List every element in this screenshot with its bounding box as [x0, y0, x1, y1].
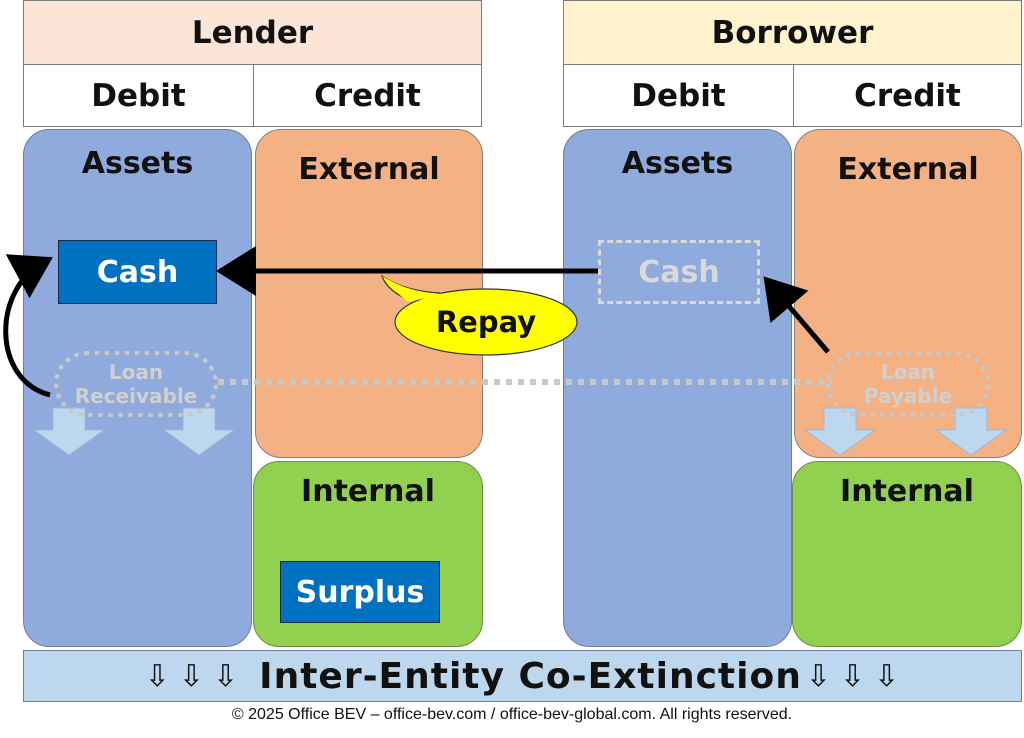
lender-credit-label: Credit [314, 77, 421, 114]
banner-arrow-icon: ⇩ [213, 658, 240, 694]
surplus-box: Surplus [280, 561, 440, 623]
borrower-assets-label: Assets [621, 146, 734, 181]
copyright-text: © 2025 Office BEV – office-bev.com / off… [231, 706, 793, 723]
borrower-cash-label: Cash [638, 254, 720, 290]
borrower-credit-label: Credit [854, 77, 961, 114]
conversion-curve-arrow [3, 254, 53, 398]
lender-debit-header: Debit [23, 64, 254, 127]
lender-debit-label: Debit [91, 77, 186, 114]
repay-callout [380, 274, 578, 356]
loan-receivable-ghost: Loan Receivable [54, 351, 218, 417]
borrower-debit-header: Debit [563, 64, 794, 127]
borrower-assets-panel: Assets [563, 129, 792, 647]
borrower-credit-header: Credit [793, 64, 1022, 127]
payable-to-cash-arrow [763, 276, 830, 354]
loan-payable-line1: Loan [880, 360, 936, 384]
banner-arrow-icon: ⇩ [805, 658, 832, 694]
lender-title: Lender [191, 14, 314, 51]
down-arrow-borrower-right [934, 407, 1008, 456]
loan-payable-line2: Payable [863, 384, 953, 408]
co-extinction-banner: ⇩ ⇩ ⇩ Inter-Entity Co-Extinction ⇩ ⇩ ⇩ [23, 650, 1022, 702]
banner-label: Inter-Entity Co-Extinction [259, 655, 802, 697]
lender-internal-label: Internal [301, 474, 435, 509]
borrower-title: Borrower [711, 14, 874, 51]
loan-receivable-line1: Loan [108, 360, 164, 384]
lender-cash-box: Cash [58, 240, 217, 304]
banner-arrow-icon: ⇩ [144, 658, 171, 694]
lender-credit-header: Credit [253, 64, 482, 127]
banner-arrow-icon: ⇩ [178, 658, 206, 694]
lender-assets-label: Assets [81, 146, 194, 181]
repay-label-wrap: Repay [395, 300, 577, 344]
loan-payable-ghost: Loan Payable [826, 351, 990, 417]
borrower-external-label: External [837, 152, 979, 187]
repay-label: Repay [435, 305, 537, 339]
borrower-internal-label: Internal [840, 474, 974, 509]
down-arrow-lender-right [162, 407, 236, 456]
borrower-cash-ghost: Cash [598, 240, 760, 304]
borrower-internal-panel: Internal [792, 461, 1022, 647]
surplus-label: Surplus [295, 574, 425, 610]
borrower-debit-label: Debit [631, 77, 726, 114]
lender-cash-label: Cash [96, 254, 179, 290]
lender-external-label: External [298, 152, 440, 187]
lender-header: Lender [23, 0, 482, 65]
banner-arrow-icon: ⇩ [839, 658, 867, 694]
banner-arrow-icon: ⇩ [874, 658, 901, 694]
loan-receivable-line2: Receivable [74, 384, 198, 408]
copyright-footer: © 2025 Office BEV – office-bev.com / off… [0, 706, 1024, 728]
